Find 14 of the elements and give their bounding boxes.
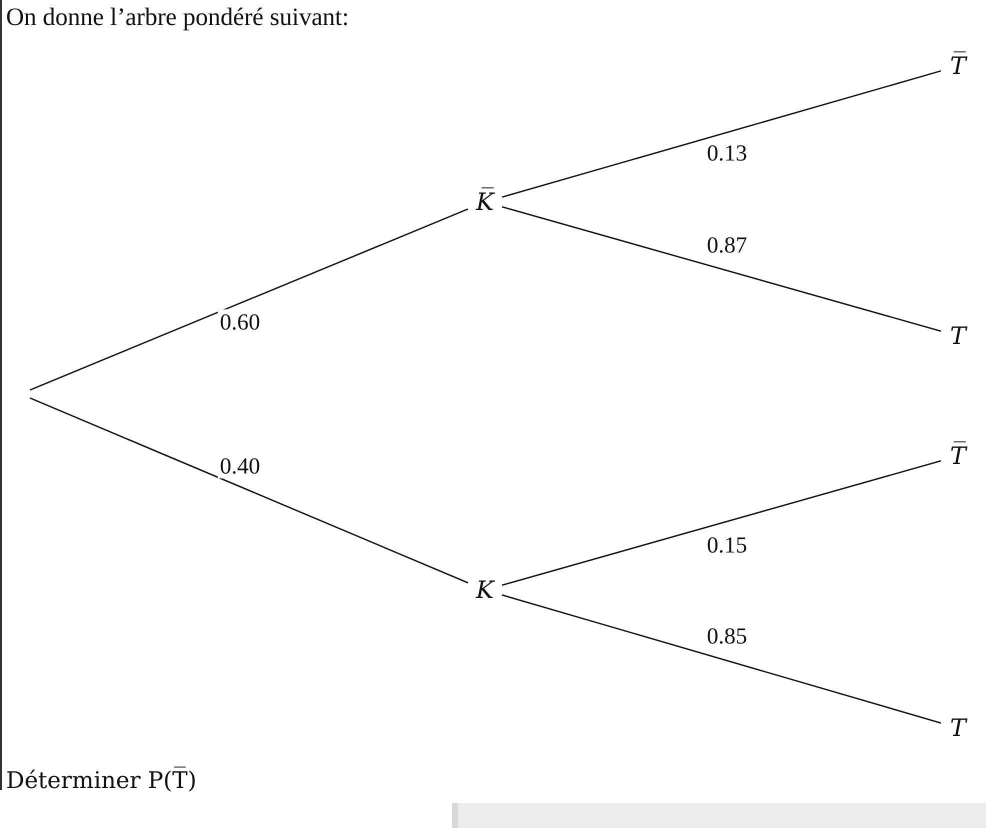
branch-line	[502, 594, 942, 724]
event-label: T	[941, 319, 975, 353]
event-label: K̅	[468, 185, 502, 219]
branch-line	[502, 206, 942, 332]
event-label: T̅	[941, 49, 975, 83]
title: On donne l’arbre pondéré suivant:	[6, 4, 349, 32]
branch-line	[30, 397, 468, 584]
event-label: T	[941, 711, 975, 745]
event-label: T̅	[941, 439, 975, 473]
question-text: Déterminer P(T̅)	[6, 768, 197, 794]
branch-line	[502, 70, 942, 198]
event-label: K	[468, 573, 502, 607]
branch-line	[502, 460, 942, 586]
branch-line	[30, 208, 468, 391]
